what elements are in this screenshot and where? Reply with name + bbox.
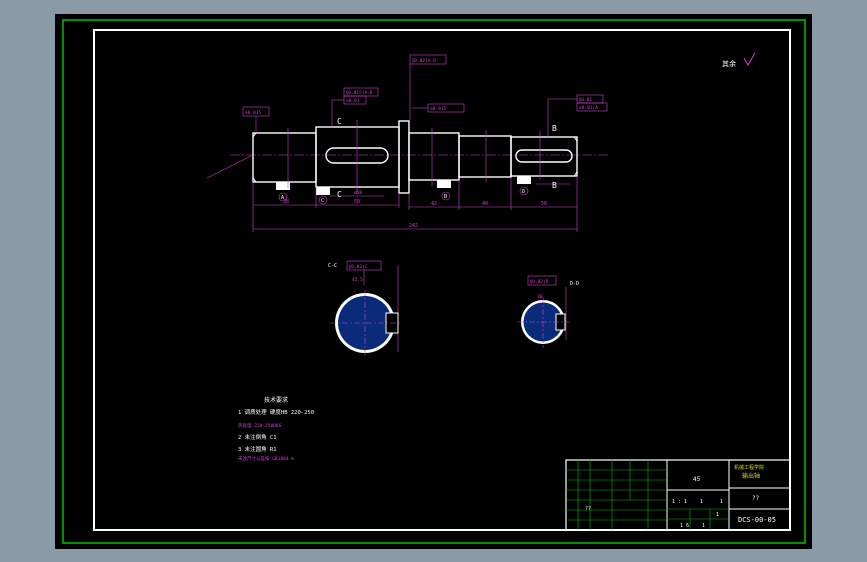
section-view-dd: ∥0.02|D D-D 30 [517, 275, 579, 348]
tol-top: ∥0.02|A-B [412, 58, 436, 64]
svg-text:∥0.02|C: ∥0.02|C [349, 264, 368, 270]
tol-mid: ⊘0.015 [430, 106, 447, 112]
dim-seg-3: 42 [431, 201, 437, 207]
datum-labels: A C B D [278, 186, 529, 205]
svg-text:2 未注倒角 C1: 2 未注倒角 C1 [238, 433, 277, 441]
svg-text:A: A [281, 195, 284, 201]
shaft-main-view [230, 120, 610, 195]
dim-total: 242 [409, 223, 418, 229]
tb-sign-label: ?? [585, 506, 591, 512]
tb-qty: 1 [700, 499, 703, 505]
svg-text:∥0.02|D: ∥0.02|D [530, 279, 549, 285]
tb-scale: 1 : 1 [672, 499, 687, 505]
tolerance-frames [206, 54, 608, 179]
svg-text:B: B [444, 194, 447, 200]
tol-c1: ∥0.015|A-B [346, 90, 373, 96]
section-c-top: C [337, 117, 342, 126]
tb-sheets: 1 [720, 499, 723, 505]
svg-text:D-D: D-D [570, 281, 579, 287]
section-view-cc: ∥0.02|C C-C 45.5 [328, 260, 400, 356]
dim-seg-5: 56 [541, 201, 547, 207]
roughness-note: 其余 [722, 59, 736, 68]
cad-viewport[interactable] [55, 14, 812, 549]
dim-seg-4: 40 [482, 201, 488, 207]
roughness-symbol-icon [743, 52, 756, 66]
tb-name: 输出轴 [742, 472, 760, 480]
title-block [565, 459, 791, 531]
svg-text:C-C: C-C [328, 263, 337, 269]
tb-std-val: 1 [702, 523, 705, 529]
section-b-bottom: B [552, 181, 557, 190]
dim-seg-1: 38 [283, 199, 289, 205]
svg-text:30: 30 [537, 294, 543, 300]
dim-keyway: ø50 [354, 190, 362, 196]
svg-text:技术要求: 技术要求 [264, 396, 288, 404]
tol-right-2: ⊘0.01|A [579, 105, 598, 111]
green-border [62, 19, 806, 544]
tol-c2: ⊘0.01 [346, 98, 360, 104]
technical-notes: 技术要求 1 调质处理 硬度HB 220-250 热处理 220-250HBS … [238, 396, 314, 462]
section-c-bottom: C [337, 190, 342, 199]
tb-std-label: 1 6 [680, 523, 689, 529]
tb-school: 机械工程学院 [734, 464, 764, 471]
svg-text:未注尺寸公差按 GB1804-m: 未注尺寸公差按 GB1804-m [238, 455, 294, 462]
tb-class: ?? [752, 495, 760, 502]
tol-right-1: ∥0.01 [579, 97, 592, 103]
svg-text:45.5: 45.5 [352, 277, 363, 283]
section-b-top: B [552, 124, 557, 133]
svg-text:1 调质处理 硬度HB 220-250: 1 调质处理 硬度HB 220-250 [238, 408, 314, 416]
dim-seg-2: 50 [354, 199, 360, 205]
drawing-border [93, 29, 791, 531]
tb-sheet-of: 1 [716, 512, 719, 518]
dimension-lines [252, 176, 578, 232]
tb-drawing-no: DCS-00-05 [738, 516, 776, 524]
svg-text:D: D [522, 189, 525, 195]
tol-left: ⊘0.015 [245, 110, 262, 116]
svg-text:3 未注圆角 R1: 3 未注圆角 R1 [238, 445, 277, 453]
svg-text:热处理 220-250HBS: 热处理 220-250HBS [238, 422, 282, 429]
tb-material: 45 [693, 476, 701, 483]
svg-text:C: C [321, 198, 324, 204]
